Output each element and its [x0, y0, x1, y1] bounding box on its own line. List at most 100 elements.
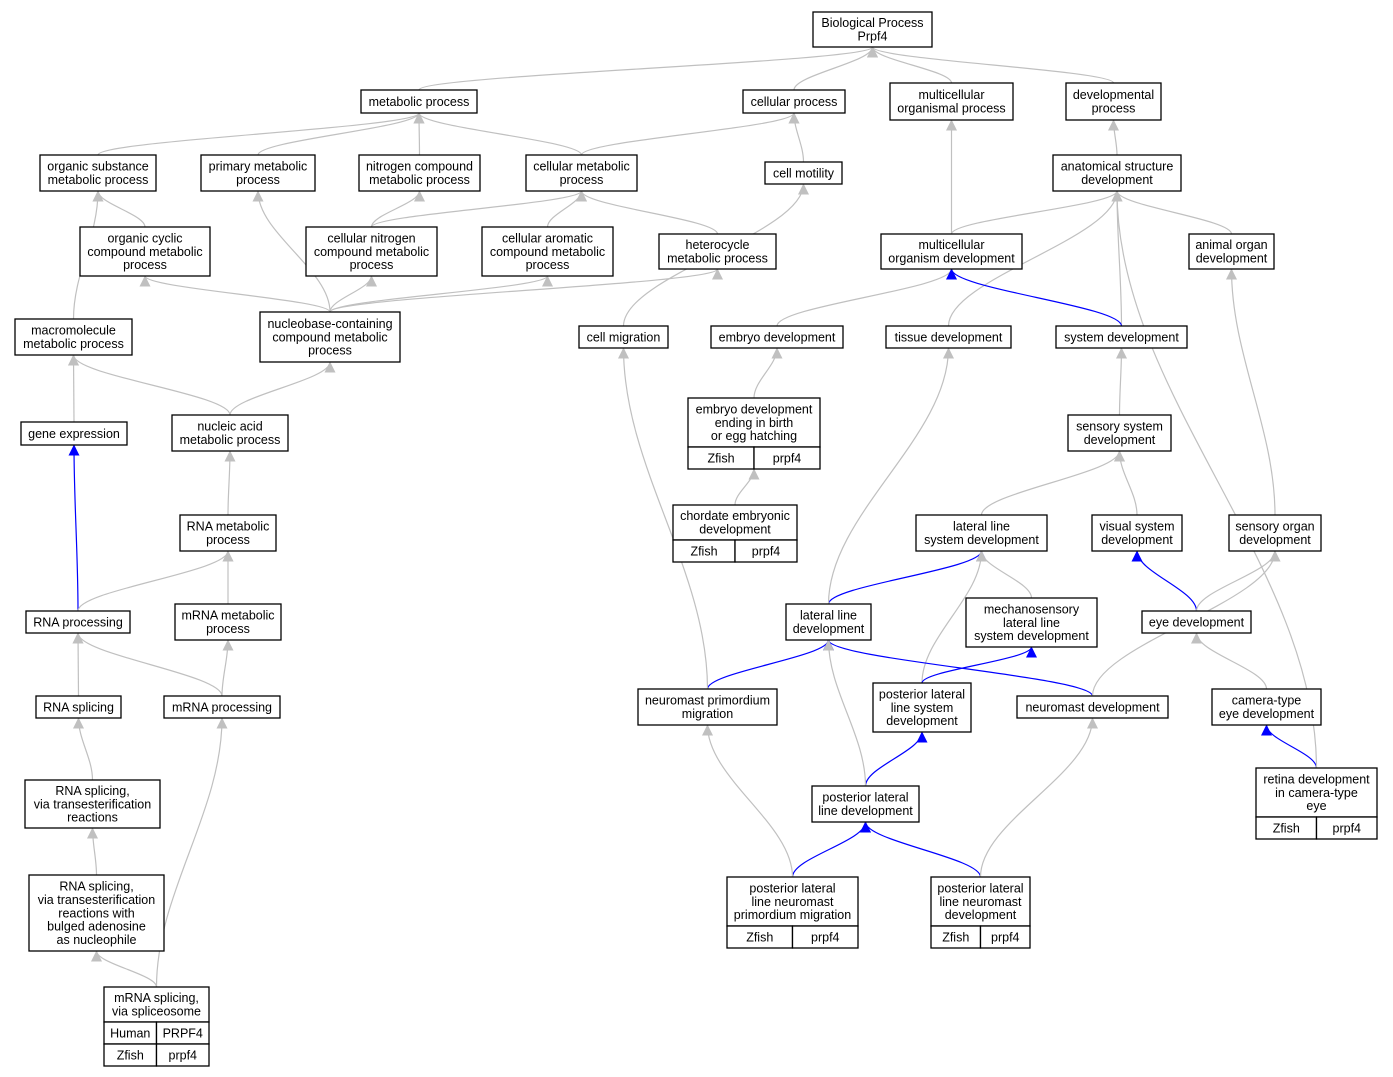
go-term-cmot[interactable]: cell motility [764, 161, 843, 185]
is-a-arrow [976, 550, 1033, 599]
go-term-emb[interactable]: embryo development [710, 325, 844, 349]
gene-cell: prpf4 [791, 925, 859, 949]
term-label-line: neuromast development [1025, 700, 1160, 714]
go-term-sys[interactable]: system development [1055, 325, 1188, 349]
term-label-line: embryo development [696, 402, 813, 416]
edge-tis-to-asd [947, 190, 1123, 327]
edge-pnpm-to-plld [791, 821, 871, 878]
go-term-neu[interactable]: neuromast development [1016, 695, 1169, 719]
term-label-line: RNA splicing, [55, 784, 129, 798]
node-box [965, 597, 1098, 648]
edge-cm-to-cell [580, 112, 800, 156]
term-label-line: bulged adenosine [47, 920, 146, 934]
node-box [171, 414, 289, 452]
term-label-line: mRNA processing [172, 700, 272, 714]
term-label-line: lateral line [1003, 616, 1060, 630]
go-term-gex[interactable]: gene expression [20, 421, 128, 446]
go-term-mrnap[interactable]: mRNA processing [163, 695, 281, 719]
is-a-arrow [776, 268, 957, 327]
term-label-line: line system [891, 701, 954, 715]
is-a-arrow [827, 347, 954, 605]
is-a-arrow [946, 268, 1123, 327]
node-box [1141, 610, 1252, 634]
go-term-eye[interactable]: eye development [1141, 610, 1252, 634]
go-term-meta[interactable]: metabolic process [360, 89, 478, 114]
node-box [658, 233, 777, 270]
annotation-cell-bg [979, 925, 1031, 949]
is-a-arrow [823, 639, 1094, 697]
term-label-line: system development [974, 629, 1089, 643]
go-term-rsb[interactable]: RNA splicing,via transesterificationreac… [28, 874, 165, 952]
edge-msll-to-llsd [976, 550, 1033, 599]
term-label-line: compound metabolic [272, 330, 387, 344]
edge-mrnap-to-rnap [72, 632, 223, 697]
annotation-text: prpf4 [773, 452, 802, 466]
edge-cnc-to-cm [370, 190, 587, 228]
edge-npm-to-cmig [618, 347, 709, 690]
annotation-cell-bg [155, 1043, 210, 1067]
edge-pm-to-meta [257, 112, 425, 156]
edge-mrnap-to-mrmp [221, 639, 234, 697]
go-term-rspl[interactable]: RNA splicing [35, 695, 122, 719]
go-term-tis[interactable]: tissue development [885, 325, 1012, 349]
term-label-line: development [886, 714, 958, 728]
term-label-line: metabolic process [48, 173, 149, 187]
go-term-cmig[interactable]: cell migration [578, 325, 669, 349]
term-label-line: organism development [888, 252, 1015, 266]
is-a-arrow [139, 275, 331, 313]
node-box [360, 89, 478, 114]
go-term-rnap[interactable]: RNA processing [25, 610, 131, 634]
term-label-line: lateral line [800, 609, 857, 623]
edge-het-to-cm [576, 190, 719, 235]
node-box [14, 318, 133, 356]
is-a-arrow [580, 112, 800, 156]
species-cell: Zfish [1255, 816, 1318, 840]
is-a-arrow [68, 354, 231, 416]
node-box [481, 226, 614, 277]
term-label-line: organic substance [47, 160, 149, 174]
go-term-rst[interactable]: RNA splicing,via transesterificationreac… [24, 779, 161, 829]
node-box [1052, 154, 1182, 192]
go-term-cell[interactable]: cellular process [742, 89, 846, 114]
node-box [259, 311, 401, 363]
edge-cte-to-eye [1191, 632, 1268, 690]
edge-vsd-to-ssd [1114, 450, 1138, 516]
term-label-line: nitrogen compound [366, 160, 473, 174]
